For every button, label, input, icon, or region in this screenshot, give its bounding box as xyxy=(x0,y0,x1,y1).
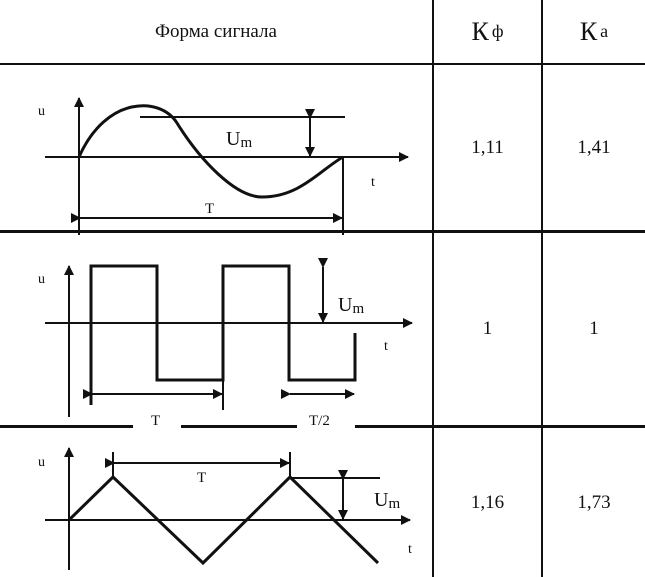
square-um-sub: m xyxy=(352,301,364,317)
triangle-wave xyxy=(67,474,380,566)
sine-diagram: u t T Um xyxy=(38,97,409,235)
header-signal-shape: Форма сигнала xyxy=(0,0,432,63)
square-half-period-label: T/2 xyxy=(309,413,330,429)
triangle-period-label: T xyxy=(197,470,206,486)
col-divider-2 xyxy=(541,0,543,577)
square-um-label: Um xyxy=(338,294,364,317)
square-diagram: u t T T/2 Um xyxy=(38,258,413,430)
triangle-um-label: Um xyxy=(374,489,400,512)
row-square-ka: 1 xyxy=(589,318,599,339)
square-period-label-bg xyxy=(133,410,181,430)
row-triangle-kf: 1,16 xyxy=(470,491,505,513)
sine-t-label: t xyxy=(371,175,375,190)
col-divider-1 xyxy=(432,0,434,577)
sine-wave xyxy=(77,104,344,199)
sine-um-main: U xyxy=(226,128,241,150)
header-ka-main: К xyxy=(579,16,598,46)
header-divider xyxy=(0,63,645,65)
header-ka-sub: а xyxy=(600,21,609,41)
row-sine-ka: 1,41 xyxy=(577,136,611,158)
square-um-main: U xyxy=(338,294,353,316)
waveform-diagrams: u t T Um u t T T/2 Um xyxy=(38,97,413,570)
square-wave xyxy=(89,264,357,405)
triangle-diagram: u t T Um xyxy=(38,447,412,570)
sine-um-label: Um xyxy=(226,128,252,151)
triangle-um-sub: m xyxy=(388,496,400,512)
sine-um-sub: m xyxy=(240,135,252,151)
square-t-label: t xyxy=(384,339,388,354)
row1-divider xyxy=(0,230,645,233)
sine-u-label: u xyxy=(38,104,45,119)
header-signal-shape-label: Форма сигнала xyxy=(155,20,277,42)
header-kf-sub: ф xyxy=(491,21,504,41)
header-kf-main: К xyxy=(471,16,489,46)
row-triangle-ka: 1,73 xyxy=(577,491,611,513)
row-square-kf: 1 xyxy=(482,318,493,339)
triangle-um-main: U xyxy=(374,489,389,511)
sine-period-label: T xyxy=(205,201,214,217)
square-half-period-label-bg xyxy=(297,410,355,430)
row-sine-kf: 1,11 xyxy=(471,136,504,158)
square-u-label: u xyxy=(38,272,45,287)
triangle-u-label: u xyxy=(38,455,45,470)
triangle-t-label: t xyxy=(408,542,412,557)
square-period-label: T xyxy=(151,413,160,429)
